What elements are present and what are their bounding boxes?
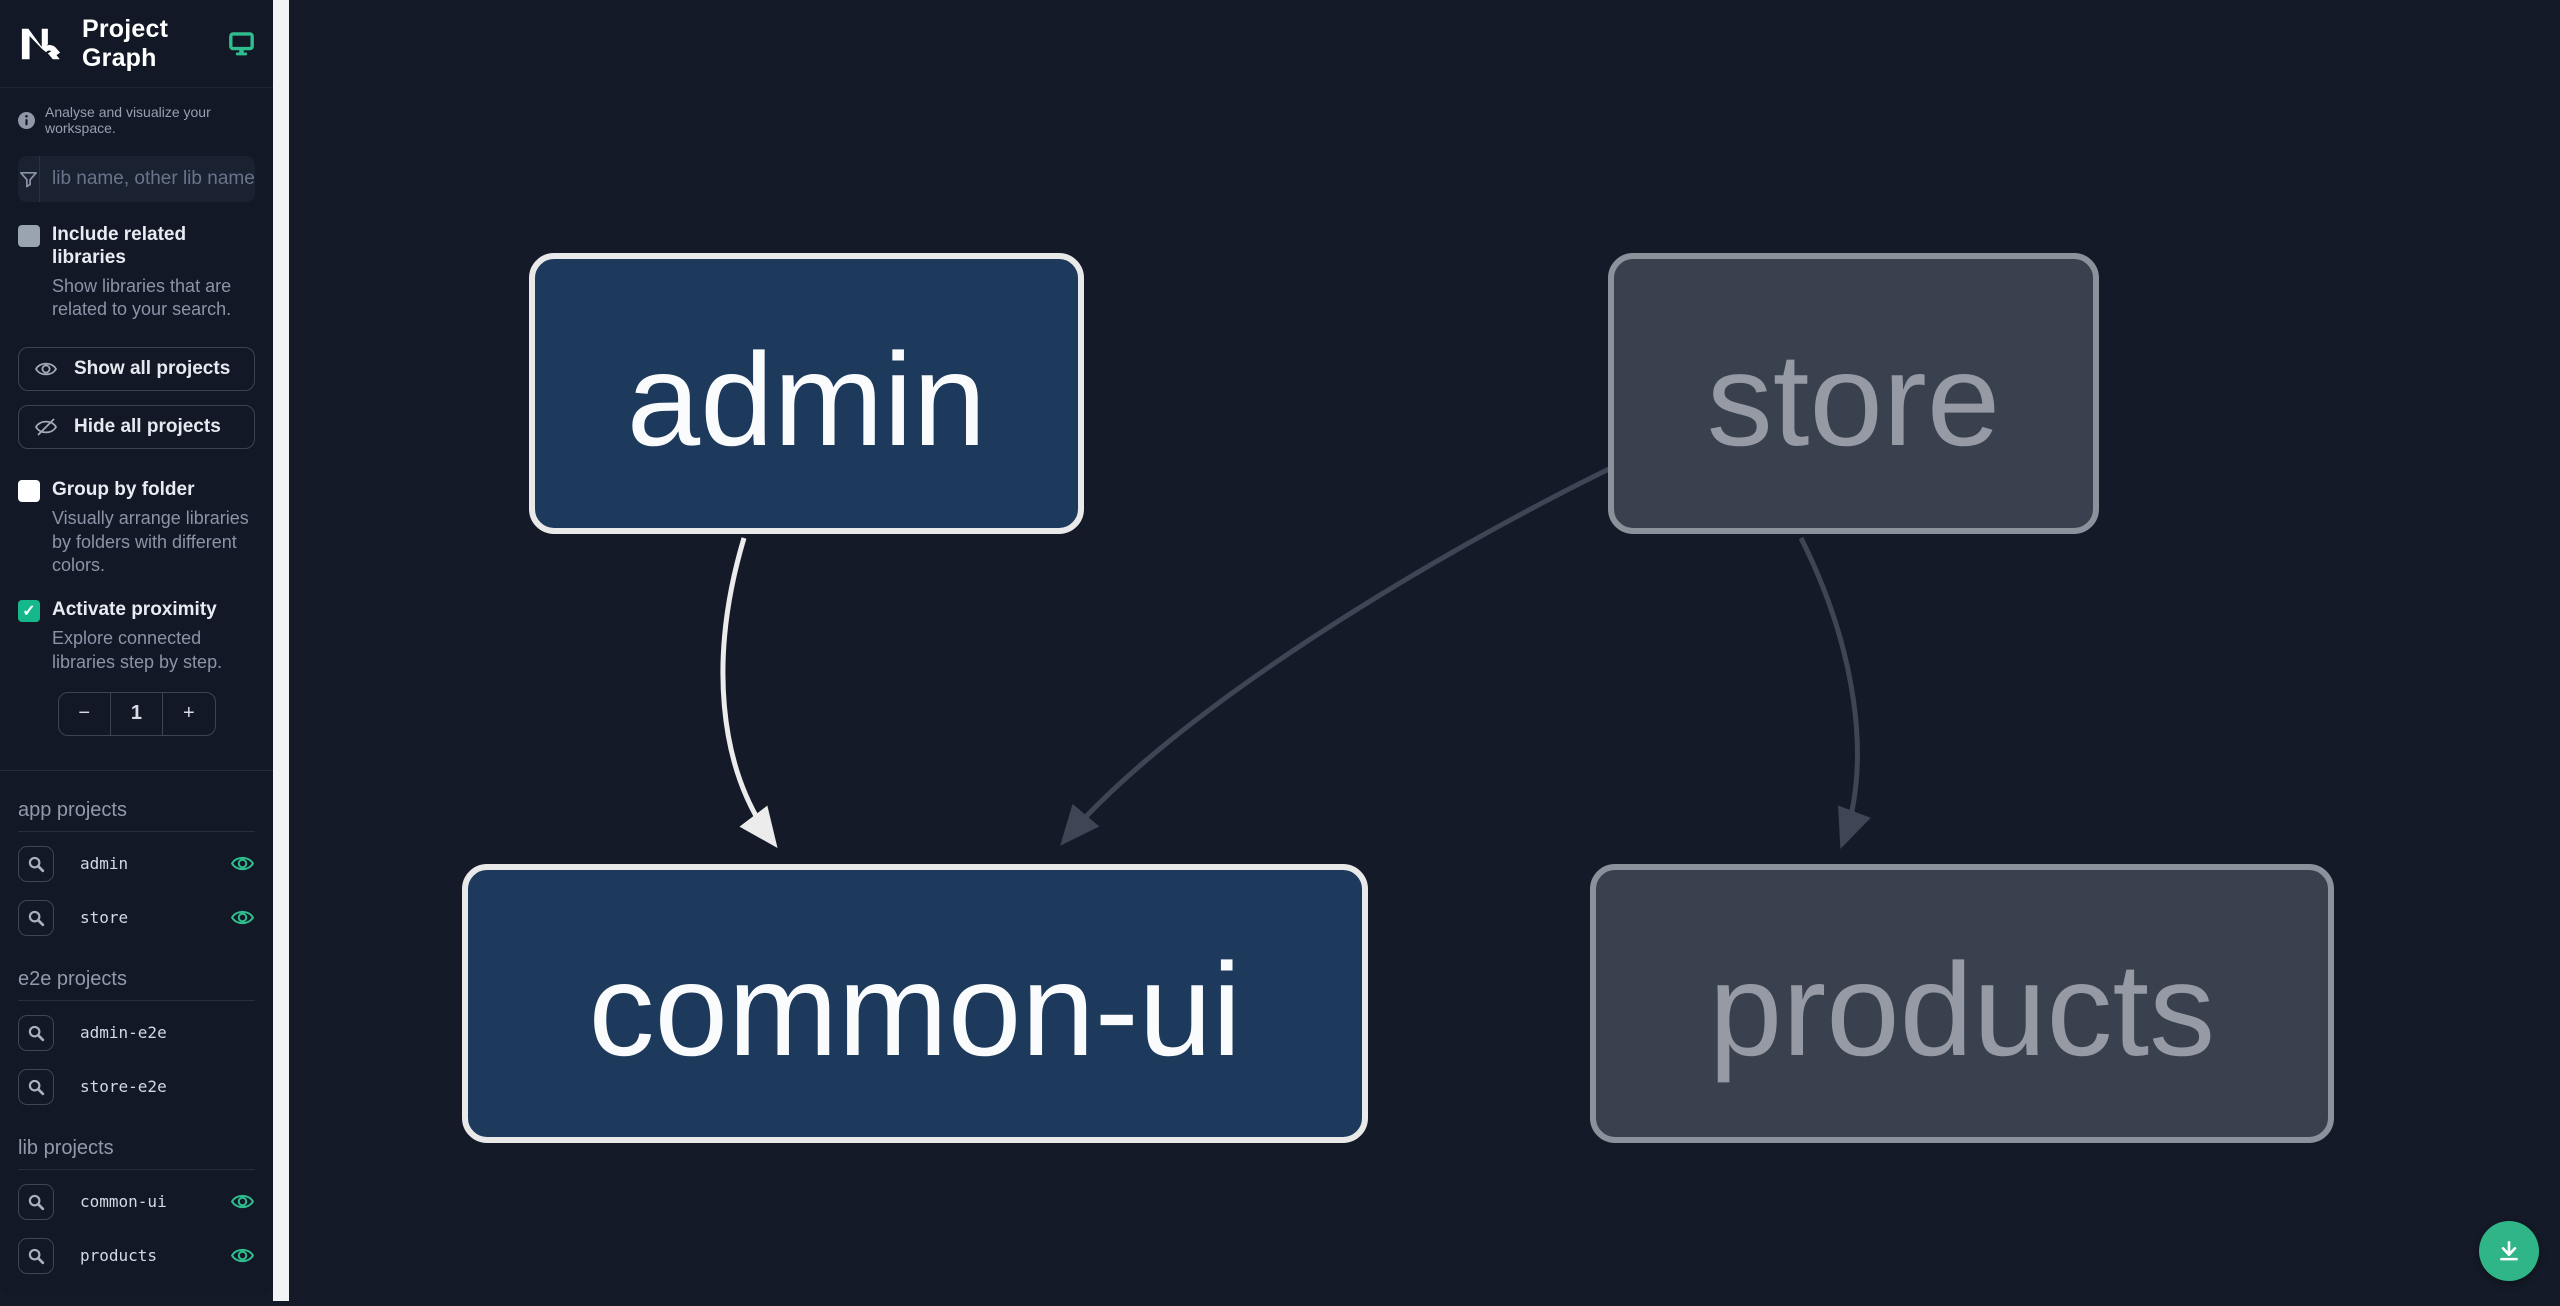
graph-edge-store-to-products (1798, 536, 1871, 850)
activate-proximity-checkbox[interactable]: ✓ (18, 600, 40, 623)
download-icon (2496, 1238, 2522, 1264)
project-name: admin (80, 854, 129, 874)
include-related-block: Include related libraries Show libraries… (18, 224, 255, 321)
focus-icon (26, 1077, 46, 1097)
filter-input[interactable] (40, 168, 255, 190)
eye-icon (230, 905, 255, 930)
graph-edge-store-to-common-ui (1060, 465, 1613, 846)
hide-all-projects-button[interactable]: Hide all projects (18, 405, 255, 450)
graph-node-label: store (1707, 326, 2000, 473)
eye-off-icon (34, 415, 58, 439)
project-name: common-ui (80, 1192, 167, 1212)
graph-node-common-ui[interactable]: common-ui (462, 864, 1368, 1143)
tagline-text: Analyse and visualize your workspace. (45, 104, 211, 136)
eye-icon (230, 851, 255, 876)
graph-node-store[interactable]: store (1608, 253, 2099, 534)
hide-all-projects-label: Hide all projects (74, 416, 221, 438)
filter-box (18, 156, 255, 202)
project-name: store (80, 908, 129, 928)
graph-edge-admin-to-common-ui (720, 537, 778, 848)
toggle-visibility-button[interactable] (230, 905, 255, 930)
graph-node-label: admin (627, 326, 987, 473)
project-list-item: admin (18, 842, 255, 886)
group-by-folder-description: Visually arrange libraries by folders wi… (52, 508, 249, 575)
eye-icon (230, 1189, 255, 1214)
nx-logo-icon (18, 23, 64, 65)
group-by-folder-block: Group by folder Visually arrange librari… (18, 479, 255, 577)
section-title: e2e projects (18, 968, 255, 1001)
focus-icon (26, 908, 46, 928)
toggle-visibility-button[interactable] (230, 1189, 255, 1214)
graph-node-label: products (1709, 936, 2215, 1083)
focus-icon (26, 1023, 46, 1043)
project-list-item: store-e2e (18, 1065, 255, 1109)
toggle-visibility-button[interactable] (230, 851, 255, 876)
section-title: lib projects (18, 1137, 255, 1170)
graph-node-products[interactable]: products (1590, 864, 2334, 1143)
page-title: Project Graph (82, 14, 169, 72)
sidebar: Project Graph Analyse and visualize your… (0, 0, 273, 1295)
sidebar-divider (0, 769, 273, 771)
project-sections: app projects admin store e2e projects admin-… (0, 771, 273, 1278)
proximity-value: 1 (109, 692, 164, 735)
proximity-stepper: − 1 + (57, 691, 216, 736)
focus-project-button[interactable] (18, 1068, 54, 1105)
tagline-row: Analyse and visualize your workspace. (18, 104, 255, 136)
project-list-item: common-ui (18, 1180, 255, 1224)
proximity-increment-button[interactable]: + (163, 693, 214, 735)
eye-icon (34, 357, 58, 381)
group-by-folder-label: Group by folder (52, 479, 195, 501)
focus-icon (26, 1192, 46, 1212)
project-name: products (80, 1246, 158, 1266)
project-name: store-e2e (80, 1077, 167, 1097)
info-icon (18, 111, 35, 129)
funnel-icon (18, 156, 40, 202)
focus-project-button[interactable] (18, 1014, 54, 1051)
sidebar-canvas-divider (273, 0, 289, 1301)
focus-icon (26, 1246, 46, 1266)
focus-project-button[interactable] (18, 1237, 54, 1274)
project-list-item: admin-e2e (18, 1011, 255, 1055)
section-title: app projects (18, 799, 255, 832)
graph-node-label: common-ui (589, 936, 1242, 1083)
show-all-projects-button[interactable]: Show all projects (18, 347, 255, 392)
download-graph-button[interactable] (2479, 1221, 2539, 1281)
project-list-item: store (18, 896, 255, 940)
focus-project-button[interactable] (18, 1183, 54, 1220)
graph-node-admin[interactable]: admin (529, 253, 1084, 534)
proximity-decrement-button[interactable]: − (59, 693, 110, 735)
toggle-visibility-button[interactable] (230, 1243, 255, 1268)
project-name: admin-e2e (80, 1023, 167, 1043)
project-list-item: products (18, 1234, 255, 1278)
show-all-projects-label: Show all projects (74, 358, 231, 380)
group-by-folder-checkbox[interactable] (18, 480, 40, 503)
graph-canvas[interactable]: admin store common-ui products (289, 0, 2560, 1301)
sidebar-header: Project Graph (0, 0, 273, 88)
include-related-label: Include related libraries (52, 224, 187, 268)
eye-icon (230, 1243, 255, 1268)
monitor-icon[interactable] (228, 30, 255, 57)
activate-proximity-block: ✓ Activate proximity Explore connected l… (18, 599, 255, 674)
focus-project-button[interactable] (18, 899, 54, 936)
include-related-description: Show libraries that are related to your … (52, 275, 232, 319)
activate-proximity-label: Activate proximity (52, 599, 217, 621)
activate-proximity-description: Explore connected libraries step by step… (52, 628, 223, 672)
focus-icon (26, 854, 46, 874)
focus-project-button[interactable] (18, 845, 54, 882)
include-related-checkbox[interactable] (18, 225, 40, 247)
